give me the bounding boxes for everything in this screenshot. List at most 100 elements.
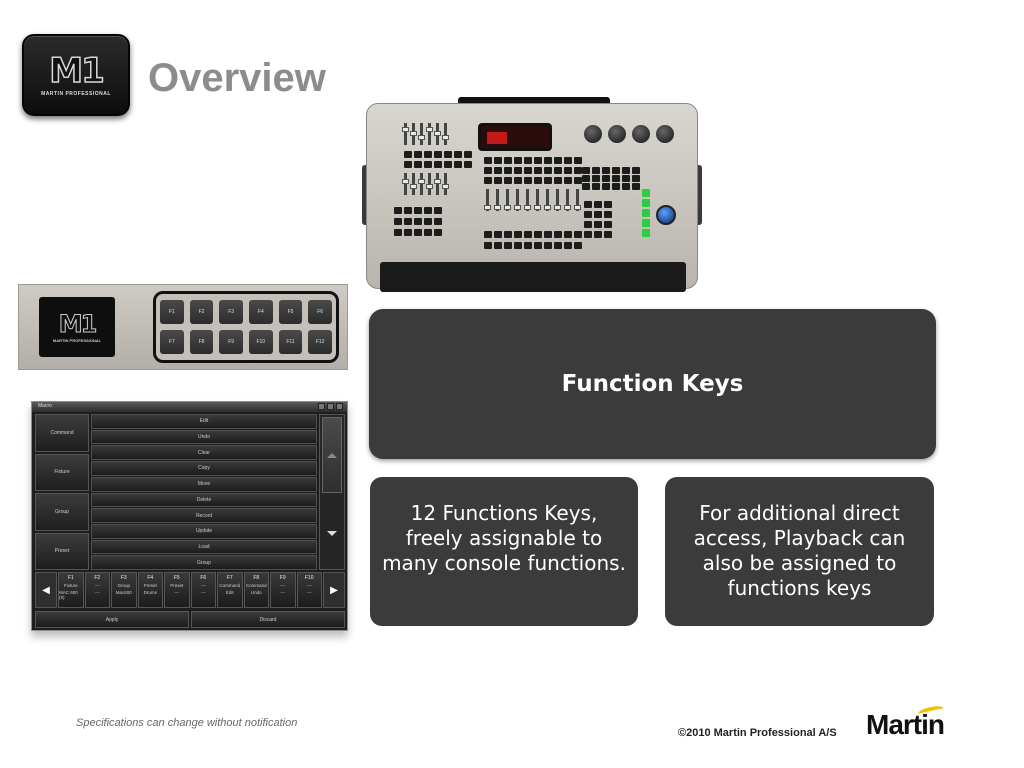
maximize-button[interactable] [327, 403, 334, 410]
console-key [564, 157, 572, 164]
command-item[interactable]: Record [91, 508, 317, 523]
console-armrest [380, 262, 686, 292]
scroll-up-icon[interactable] [327, 453, 337, 458]
close-button[interactable] [336, 403, 343, 410]
console-key [602, 175, 610, 182]
function-key-type: --- [201, 583, 206, 588]
scroll-down-icon[interactable] [327, 531, 337, 536]
console-key [592, 183, 600, 190]
console-key [534, 231, 542, 238]
console-key [464, 151, 472, 158]
hardware-function-key: F4 [248, 300, 273, 324]
discard-button[interactable]: Discard [191, 611, 345, 628]
command-item[interactable]: Update [91, 523, 317, 539]
function-key-number: F6 [200, 575, 207, 581]
function-key-type: Command [245, 583, 267, 588]
console-key [434, 218, 442, 225]
function-key-type: Command [219, 583, 241, 588]
function-key-type: Preset [170, 583, 184, 588]
martin-logo: Martin [866, 709, 945, 740]
console-fader [436, 173, 439, 195]
console-key [544, 242, 552, 249]
fader-cap [434, 179, 441, 184]
function-key-value: --- [307, 590, 312, 595]
fader-cap [426, 184, 433, 189]
function-key-slot[interactable]: F9------ [270, 572, 296, 608]
console-key [554, 231, 562, 238]
command-item[interactable]: Delete [91, 492, 317, 508]
console-key [424, 207, 432, 214]
keypad-key [604, 201, 612, 208]
console-key [524, 177, 532, 184]
function-key-value: Drums [143, 590, 157, 595]
hardware-function-key: F8 [189, 330, 214, 354]
console-key [504, 157, 512, 164]
console-key [454, 161, 462, 168]
function-key-slot[interactable]: F6------ [190, 572, 216, 608]
function-key-number: F9 [279, 575, 286, 581]
command-item[interactable]: Undo [91, 429, 317, 445]
console-key [612, 167, 620, 174]
console-key [554, 177, 562, 184]
green-key [642, 229, 650, 237]
fader-cap [564, 205, 571, 210]
console-key [394, 218, 402, 225]
console-key [494, 157, 502, 164]
console-key [524, 157, 532, 164]
console-key [622, 175, 630, 182]
next-page-button[interactable]: ▶ [323, 572, 345, 608]
functions-keys-description-box: 12 Functions Keys, freely assignable to … [370, 477, 638, 626]
console-key [434, 229, 442, 236]
function-key-type: --- [307, 583, 312, 588]
command-scrollbar[interactable] [319, 414, 345, 570]
console-key [534, 242, 542, 249]
console-fader [444, 123, 447, 145]
console-key [514, 177, 522, 184]
command-item[interactable]: Copy [91, 461, 317, 476]
console-key [404, 207, 412, 214]
console-key [554, 157, 562, 164]
previous-page-button[interactable]: ◀ [35, 572, 57, 608]
category-button[interactable]: Group [35, 493, 89, 531]
function-key-slot[interactable]: F2------ [84, 572, 110, 608]
console-key [484, 242, 492, 249]
macro-window: Macro Command Fixture Group Preset Edit … [31, 401, 348, 631]
command-item[interactable]: Move [91, 476, 317, 492]
console-image [362, 97, 702, 295]
fader-cap [402, 127, 409, 132]
console-key [424, 218, 432, 225]
function-key-type: Preset [143, 583, 157, 588]
minimize-button[interactable] [318, 403, 325, 410]
console-key [514, 231, 522, 238]
trackball [656, 205, 676, 225]
console-fader [420, 173, 423, 195]
keypad-key [594, 201, 602, 208]
function-key-number: F4 [147, 575, 154, 581]
function-keys-heading: Function Keys [561, 371, 744, 397]
command-item[interactable]: Group [91, 555, 317, 571]
function-key-slot[interactable]: F10------ [296, 572, 322, 608]
command-item[interactable]: Clear [91, 445, 317, 461]
category-list: Command Fixture Group Preset [35, 414, 89, 570]
category-button[interactable]: Fixture [35, 453, 89, 491]
window-title: Macro [38, 403, 52, 409]
console-key [424, 161, 432, 168]
console-key [574, 242, 582, 249]
keypad-key [584, 231, 592, 238]
category-button[interactable]: Command [35, 414, 89, 452]
apply-button[interactable]: Apply [35, 611, 189, 628]
hardware-function-key: F7 [160, 330, 184, 354]
command-item[interactable]: Edit [91, 414, 317, 429]
category-button[interactable]: Preset [35, 532, 89, 570]
function-key-value: Mac600 [115, 590, 132, 595]
console-key [484, 231, 492, 238]
command-item[interactable]: Load [91, 539, 317, 555]
console-key [484, 177, 492, 184]
window-titlebar: Macro [32, 402, 347, 412]
